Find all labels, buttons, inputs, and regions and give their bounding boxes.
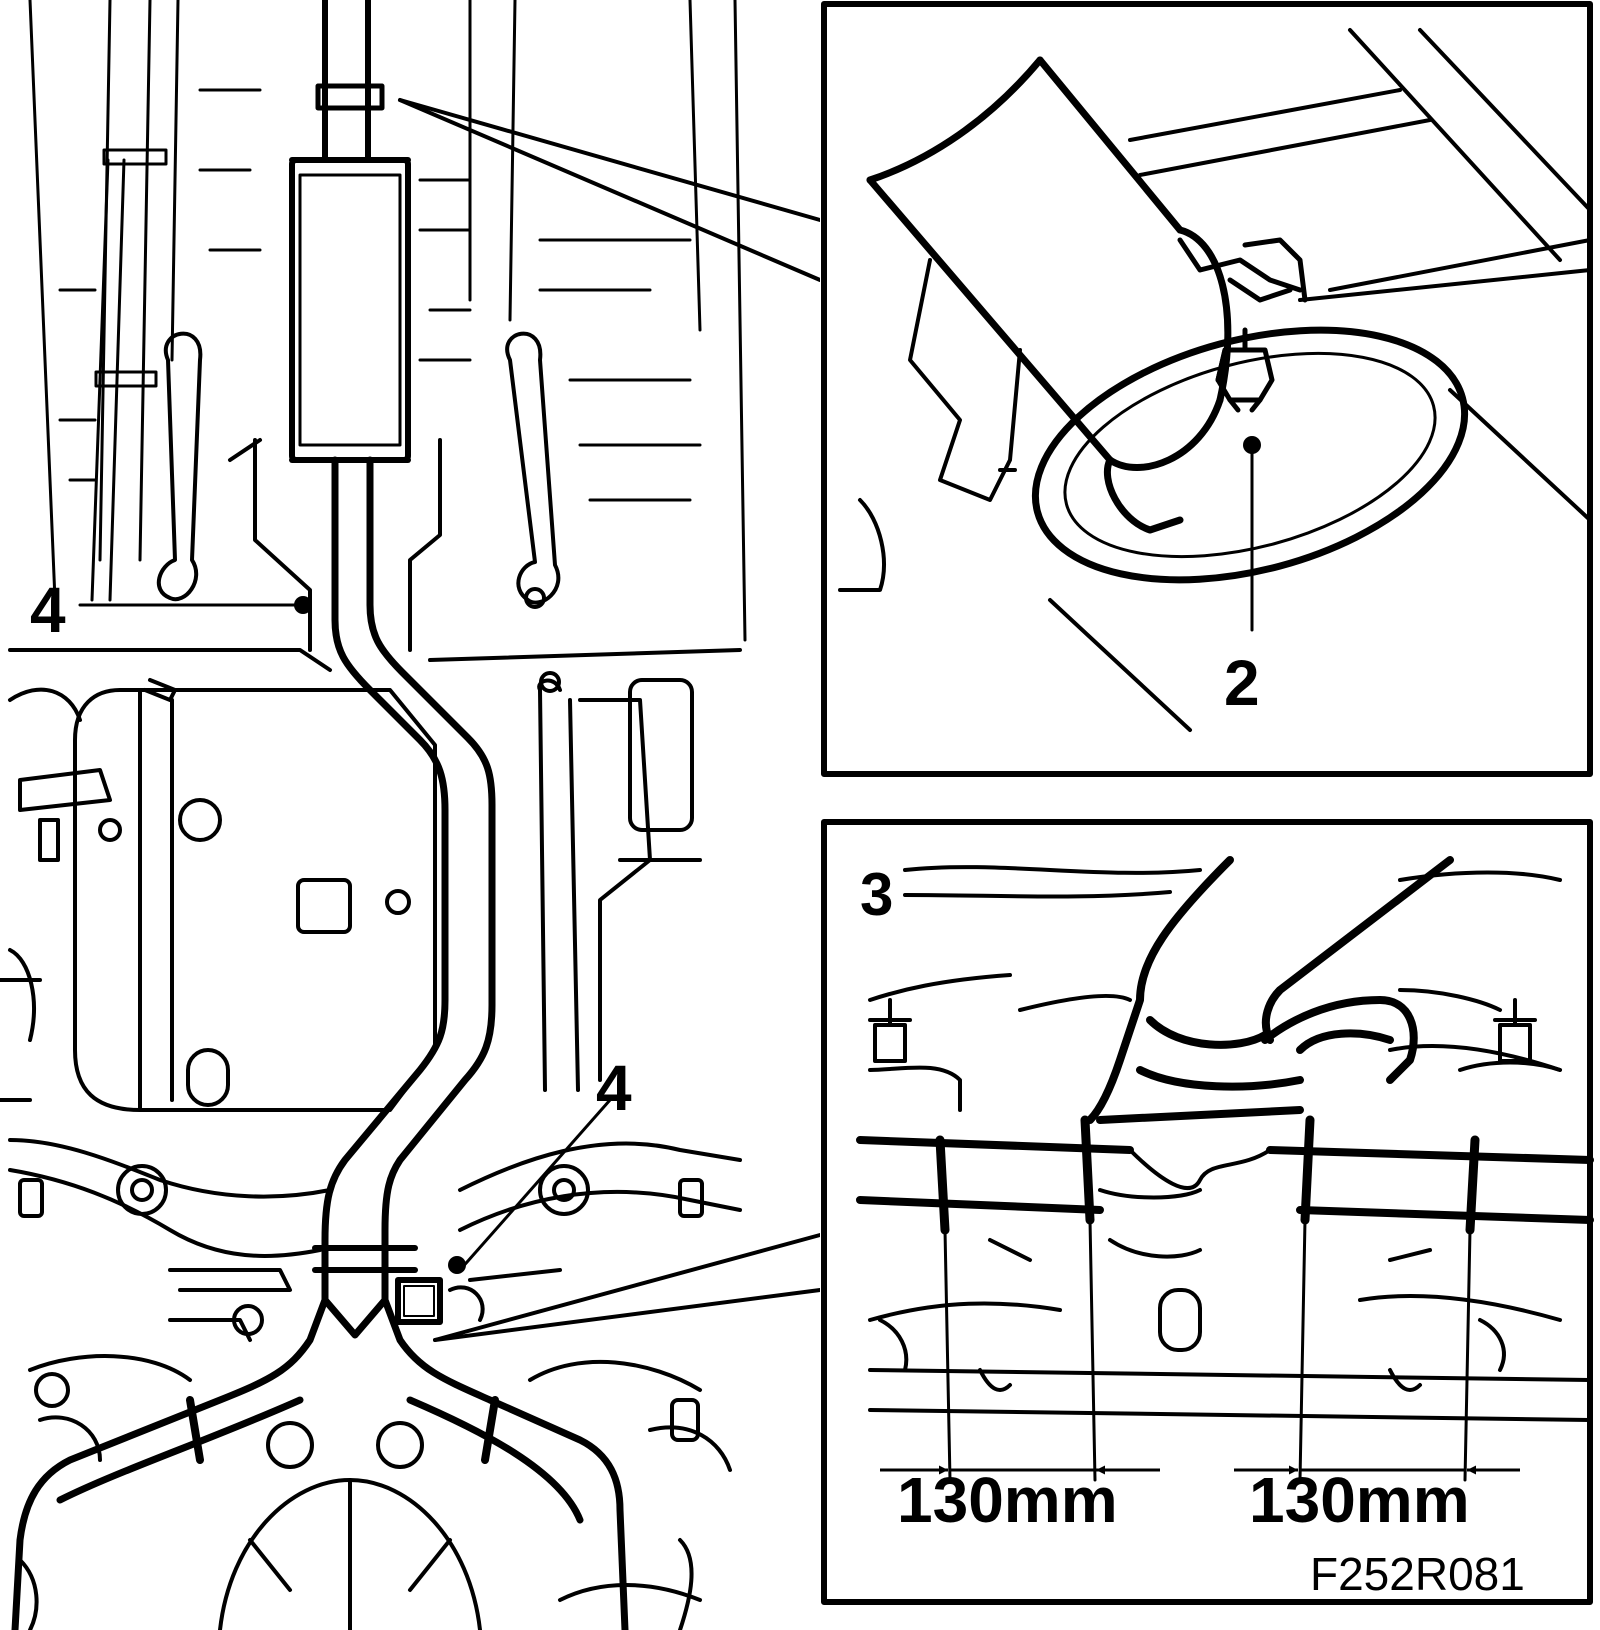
fuel-tank [73, 688, 437, 1112]
dimension-extension-lines [943, 1218, 1472, 1482]
figure-code: F252R081 [1310, 1548, 1525, 1600]
nut-icon [1215, 327, 1275, 413]
pipe-clamp [1177, 237, 1308, 303]
spare-wheel-area [18, 1354, 732, 1630]
hanger-mount-left [156, 331, 203, 602]
exhaust-pipe-upper [315, 0, 385, 163]
cut-marks [935, 1115, 1480, 1235]
pipe-joint-sleeve [312, 1245, 443, 1325]
callout-clamp-rear: 4 [596, 1052, 632, 1124]
callout-clamp-front: 4 [30, 574, 66, 646]
tailpipe-cylinder [866, 56, 1232, 534]
inset-exhaust-pipe [1086, 856, 1454, 1124]
callout-leaders [78, 603, 612, 1272]
inset-mount-right [1458, 998, 1562, 1072]
exhaust-pipe-main [11, 456, 629, 1630]
underbody-view [0, 0, 822, 1630]
clamp-rear-dot [448, 1256, 466, 1274]
dimension-left-label: 130mm [897, 1464, 1118, 1536]
inset-top-beams [1048, 28, 1592, 732]
zoom-lines-top [398, 98, 822, 282]
dimension-right-label: 130mm [1249, 1464, 1470, 1536]
center-silencer [289, 157, 411, 463]
tank-strap-right [537, 671, 702, 1092]
hanger-bracket [838, 258, 1022, 592]
zoom-lines-bottom [433, 1233, 822, 1342]
inset-cut-dimensions [821, 819, 1594, 1605]
rear-crossmember [8, 1138, 742, 1342]
callout-cut-view: 3 [860, 861, 893, 928]
inset-lower-chassis [868, 1238, 1592, 1422]
floor-panel-lines [28, 0, 747, 642]
inset-mount-left [868, 998, 962, 1112]
main-view-cut-marks [186, 1396, 499, 1464]
floor-tunnel [8, 438, 742, 672]
clamp-front-dot [294, 596, 312, 614]
inset-axle-beam [856, 1136, 1594, 1224]
hanger-mount-right [505, 331, 561, 609]
left-side-clutter [0, 678, 177, 1102]
inset-silencer [1098, 1148, 1272, 1352]
callout-nut: 2 [1224, 647, 1260, 719]
inset-hanger-nut [821, 1, 1593, 777]
